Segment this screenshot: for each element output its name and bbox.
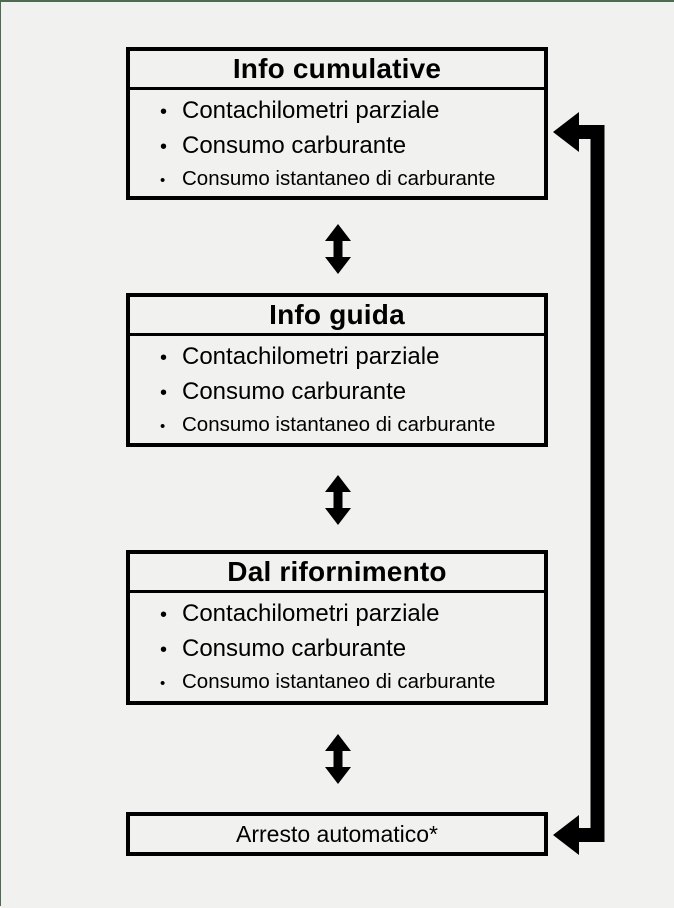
bullet-dot-icon: • bbox=[160, 347, 168, 369]
box-title: Info cumulative bbox=[130, 51, 544, 90]
bullet-item: • Contachilometri parziale bbox=[160, 597, 538, 632]
bullet-dot-icon: • bbox=[160, 675, 166, 692]
double-vertical-arrow-icon bbox=[325, 224, 351, 274]
bullet-item-label: Consumo carburante bbox=[182, 635, 407, 662]
bullet-item: • Consumo carburante bbox=[160, 129, 538, 164]
bullet-item: • Consumo istantaneo di carburante bbox=[160, 410, 538, 441]
double-vertical-arrow-icon bbox=[325, 734, 351, 784]
bullet-item-label: Consumo istantaneo di carburante bbox=[182, 413, 496, 436]
box-title: Arresto automatico* bbox=[236, 820, 438, 847]
bullet-item-label: Contachilometri parziale bbox=[182, 600, 440, 627]
box-body: • Contachilometri parziale • Consumo car… bbox=[130, 593, 544, 702]
bullet-item: • Consumo istantaneo di carburante bbox=[160, 164, 538, 195]
box-title: Dal rifornimento bbox=[130, 554, 544, 593]
bullet-item: • Consumo carburante bbox=[160, 632, 538, 667]
box-title: Info guida bbox=[130, 297, 544, 336]
bullet-dot-icon: • bbox=[160, 136, 168, 158]
bullet-dot-icon: • bbox=[160, 639, 168, 661]
bullet-item-label: Consumo istantaneo di carburante bbox=[182, 167, 496, 190]
bullet-item-label: Contachilometri parziale bbox=[182, 343, 440, 370]
mode-box-info-cumulative: Info cumulative • Contachilometri parzia… bbox=[126, 47, 548, 200]
bullet-dot-icon: • bbox=[160, 604, 168, 626]
box-body: • Contachilometri parziale • Consumo car… bbox=[130, 90, 544, 199]
bullet-item-label: Consumo carburante bbox=[182, 132, 407, 159]
bullet-item: • Contachilometri parziale bbox=[160, 94, 538, 129]
bullet-item-label: Consumo carburante bbox=[182, 378, 407, 405]
return-loop-arrow-icon bbox=[553, 112, 605, 855]
double-vertical-arrow-icon bbox=[325, 475, 351, 525]
bullet-dot-icon: • bbox=[160, 101, 168, 123]
mode-box-dal-rifornimento: Dal rifornimento • Contachilometri parzi… bbox=[126, 550, 548, 705]
bullet-item: • Consumo istantaneo di carburante bbox=[160, 667, 538, 698]
mode-box-arresto-automatico: Arresto automatico* bbox=[126, 812, 548, 856]
bullet-dot-icon: • bbox=[160, 418, 166, 435]
bullet-item-label: Contachilometri parziale bbox=[182, 97, 440, 124]
bullet-item: • Contachilometri parziale bbox=[160, 340, 538, 375]
box-body: • Contachilometri parziale • Consumo car… bbox=[130, 336, 544, 445]
bullet-dot-icon: • bbox=[160, 172, 166, 189]
bullet-dot-icon: • bbox=[160, 382, 168, 404]
bullet-item-label: Consumo istantaneo di carburante bbox=[182, 670, 496, 693]
mode-box-info-guida: Info guida • Contachilometri parziale • … bbox=[126, 293, 548, 447]
bullet-item: • Consumo carburante bbox=[160, 375, 538, 410]
